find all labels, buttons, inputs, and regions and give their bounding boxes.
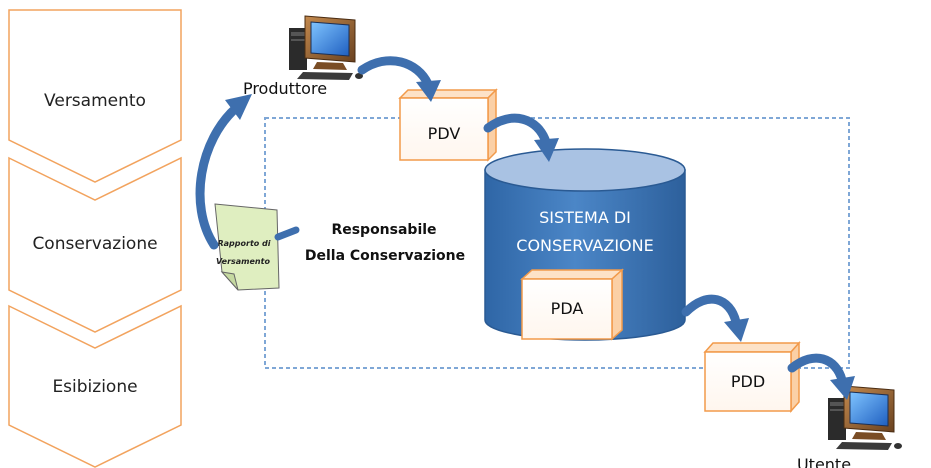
responsible-label-line2: Della Conservazione — [305, 248, 465, 264]
user-computer-icon — [827, 385, 903, 451]
phase-label-esibizione: Esibizione — [52, 377, 137, 397]
responsible-label-line1: Responsabile — [331, 222, 436, 238]
pdv-package: PDV — [398, 88, 498, 162]
curved-arrow-head — [534, 138, 559, 162]
document-label-line2: Versamento — [216, 257, 270, 266]
connector-stub — [274, 226, 300, 241]
document-label-line1: Rapporto di — [217, 239, 270, 248]
curved-arrow-head — [830, 376, 855, 400]
pda-package: PDA — [520, 268, 624, 341]
curved-arrow-head — [225, 94, 252, 120]
system-label-line2: CONSERVAZIONE — [516, 236, 653, 255]
producer-label: Produttore — [243, 79, 327, 98]
chevron-conservazione — [8, 156, 182, 333]
phase-label-conservazione: Conservazione — [32, 234, 157, 254]
chevron-versamento — [8, 9, 182, 183]
curved-arrow-head — [724, 318, 749, 342]
user-label: Utente — [797, 455, 851, 468]
phase-chevrons: Versamento Conservazione Esibizione — [8, 9, 182, 468]
curved-arrow-head — [416, 80, 441, 102]
document-icon: Rapporto di Versamento — [214, 203, 280, 291]
pda-label: PDA — [551, 299, 584, 318]
curved-arrow-icon — [483, 113, 551, 147]
pdd-label: PDD — [731, 372, 765, 391]
chevron-esibizione — [8, 304, 182, 468]
producer-computer-icon — [288, 15, 364, 81]
system-label-line1: SISTEMA DI — [539, 208, 631, 227]
curved-arrow-icon — [195, 103, 241, 250]
curved-arrow-icon — [357, 56, 433, 89]
pdd-package: PDD — [703, 341, 801, 413]
phase-label-versamento: Versamento — [44, 91, 146, 111]
curved-arrow-icon — [787, 353, 847, 385]
pdv-label: PDV — [428, 124, 461, 143]
curved-arrow-icon — [681, 294, 741, 327]
